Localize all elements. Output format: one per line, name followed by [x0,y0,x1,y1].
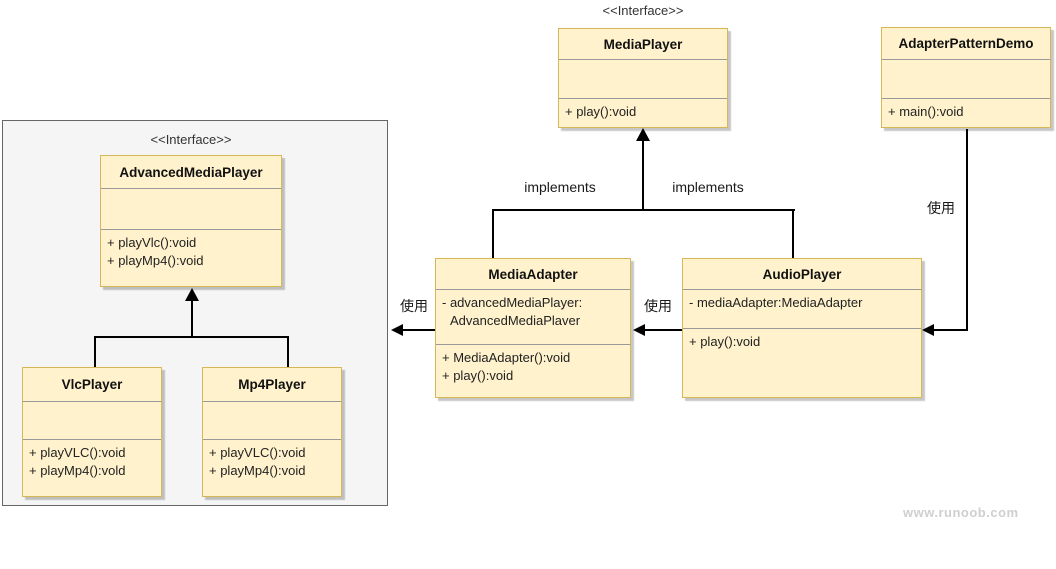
class-box-adapter-pattern-demo: AdapterPatternDemo + main():void [881,27,1051,128]
class-title: AdvancedMediaPlayer [119,164,263,180]
method-line: + MediaAdapter():void [442,350,571,365]
class-box-mp4-player: Mp4Player + playVLC():void + playMp4():v… [202,367,342,497]
class-title: AudioPlayer [762,266,842,282]
class-attributes-empty [882,59,1050,98]
class-box-media-player: MediaPlayer + play():void [558,28,728,128]
use-right-vline [966,129,968,331]
class-attributes-empty [559,59,727,98]
class-title: MediaAdapter [488,266,578,282]
class-methods: + playVLC():void + playMp4():void [203,439,341,496]
class-attributes: - mediaAdapter:MediaAdapter [683,289,921,328]
method-line: + playVLC():void [29,445,126,460]
implements-label-right: implements [672,179,744,195]
class-attributes-empty [203,401,341,439]
class-methods: + main():void [882,98,1050,127]
class-box-audio-player: AudioPlayer - mediaAdapter:MediaAdapter … [682,258,922,398]
method-line: + playMp4():void [209,463,306,478]
use-label-middle: 使用 [644,298,672,314]
use-label-right: 使用 [927,200,955,216]
method-line: + playVlc():void [107,235,197,250]
use-label-left: 使用 [400,298,428,314]
implements-vline-mediaadapter [492,210,494,258]
class-title: Mp4Player [238,377,306,392]
method-line: + play():void [442,368,514,383]
class-methods: + play():void [559,98,727,127]
class-attributes-empty [23,401,161,439]
implements-arrowhead-icon [636,128,650,141]
implements-vline-center [642,138,644,211]
method-line: + playMp4():void [107,253,204,268]
inherit-arrowhead-icon [185,288,199,301]
class-title: AdapterPatternDemo [898,36,1034,51]
implements-label-left: implements [524,179,596,195]
stereotype-mediaplayer: <<Interface>> [602,3,684,18]
method-line: + main():void [888,104,964,119]
use-left-arrowhead-icon [391,324,403,336]
use-right-hline [933,329,968,331]
inherit-hline [94,336,289,338]
class-box-advanced-media-player: AdvancedMediaPlayer + playVlc():void + p… [100,155,282,287]
use-middle-line [644,329,682,331]
inherit-vline-mp4player [287,337,289,368]
method-line: + play():void [565,104,637,119]
attribute-line: AdvancedMediaPlaver [450,313,581,328]
method-line: + play():void [689,334,761,349]
watermark-text: www.runoob.com [903,505,1019,520]
class-box-media-adapter: MediaAdapter - advancedMediaPlayer: Adva… [435,258,631,398]
class-attributes-empty [101,188,281,229]
class-title: VlcPlayer [61,377,123,392]
method-line: + playMp4():vold [29,463,126,478]
attribute-line: - mediaAdapter:MediaAdapter [689,295,863,310]
class-methods: + MediaAdapter():void + play():void [436,344,630,397]
use-left-line [402,329,435,331]
class-methods: + playVlc():void + playMp4():void [101,229,281,286]
inherit-vline-vlcplayer [94,337,96,368]
stereotype-advancedmediaplayer: <<Interface>> [150,132,232,147]
class-methods: + playVLC():void + playMp4():vold [23,439,161,496]
class-attributes: - advancedMediaPlayer: AdvancedMediaPlav… [436,289,630,344]
class-box-vlc-player: VlcPlayer + playVLC():void + playMp4():v… [22,367,162,497]
class-title: MediaPlayer [603,36,683,52]
inherit-vline-center [191,298,193,337]
method-line: + playVLC():void [209,445,306,460]
use-right-arrowhead-icon [922,324,934,336]
class-methods: + play():void [683,328,921,397]
use-middle-arrowhead-icon [633,324,645,336]
implements-vline-audioplayer [792,210,794,258]
attribute-line: - advancedMediaPlayer: [442,295,583,310]
